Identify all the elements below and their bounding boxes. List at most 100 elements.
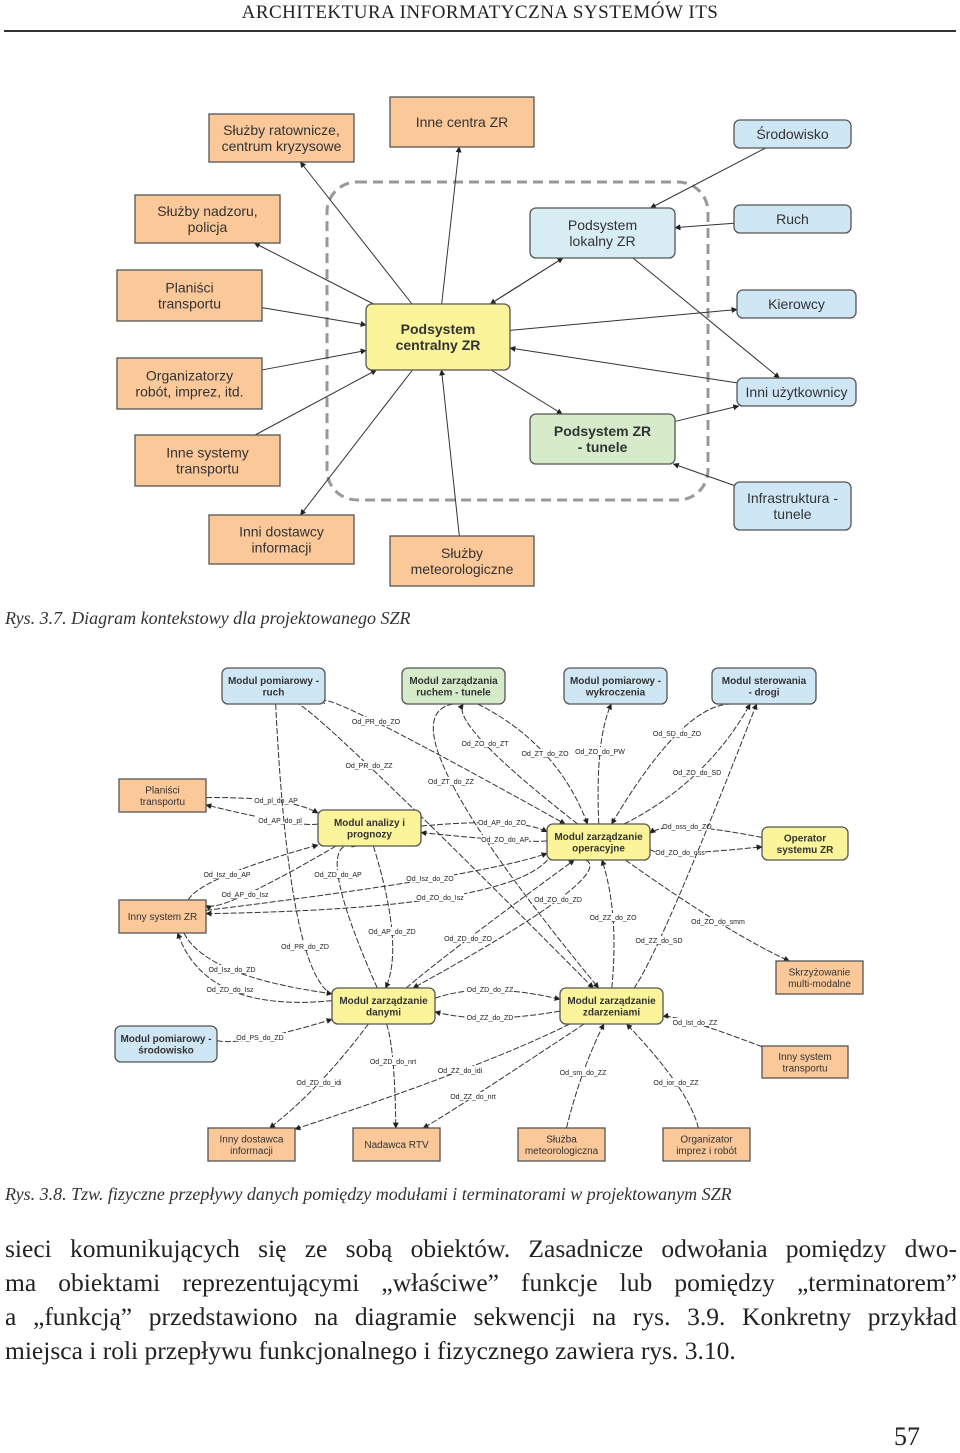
- flow-label-bg: [671, 1018, 719, 1026]
- flow-label: Od_pl_do_AP: [254, 798, 298, 805]
- node-label: Nadawca RTV: [364, 1140, 429, 1151]
- node-label: Inne systemy: [166, 444, 248, 460]
- node-nrt: Nadawca RTV: [352, 1127, 441, 1162]
- node-label: Skrzyżowanie: [789, 967, 851, 978]
- node-ruch: Ruch: [733, 204, 852, 234]
- flow-label: Od_ZD_do_nrt: [370, 1059, 416, 1066]
- flow-label: Od_oss_do_ZO: [662, 824, 712, 831]
- node-isz: Inny system ZR: [118, 899, 207, 934]
- paragraph-line: sieci komunikujących się ze sobą obiektó…: [5, 1234, 957, 1263]
- flow-arrow: [632, 257, 780, 379]
- flow-label: Od_AP_do_ZD: [368, 929, 415, 936]
- flow-arrow: [205, 797, 319, 814]
- node-label: tunele: [773, 506, 811, 522]
- flow-label-bg: [656, 848, 704, 856]
- node-icz: Inne centra ZR: [389, 96, 535, 148]
- node-label: Modul zarządzanie: [554, 832, 643, 843]
- node-label: - drogi: [748, 687, 779, 698]
- flow-arrow: [457, 703, 578, 825]
- node-label: Planiści: [165, 279, 213, 295]
- flow-label: Od_PR_do_ZD: [281, 944, 329, 951]
- flow-arrow: [386, 1023, 399, 1129]
- flow-label-bg: [576, 747, 624, 755]
- flow-arrow: [489, 257, 564, 305]
- flow-label: Od_Ist_do_ZZ: [673, 1020, 718, 1027]
- svg-text:Infrastruktura -tunele: Infrastruktura -tunele: [747, 490, 838, 522]
- flow-arrow: [623, 703, 751, 825]
- flow-arrow: [299, 161, 413, 305]
- flow-label: Od_ZD_do_ZO: [444, 936, 492, 943]
- flow-arrow: [625, 859, 790, 962]
- node-label: imprez i robót: [676, 1146, 737, 1157]
- flow-label: Od_ZD_do_AP: [314, 872, 362, 879]
- node-label: informacji: [252, 539, 312, 555]
- flow-label-bg: [461, 739, 509, 747]
- flow-arrow: [275, 703, 360, 998]
- system-boundary: [325, 180, 710, 502]
- flow-label: Od_Isz_do_ZD: [208, 967, 255, 974]
- svg-text:Ruch: Ruch: [776, 211, 809, 227]
- node-label: zdarzeniami: [583, 1007, 640, 1018]
- flow-label: Od_ZZ_do_nrt: [450, 1094, 496, 1101]
- svg-text:Służby ratownicze,centrum kryz: Służby ratownicze,centrum kryzysowe: [222, 122, 342, 154]
- svg-text:Modul pomiarowy -wykroczenia: Modul pomiarowy -wykroczenia: [570, 676, 661, 699]
- flow-arrow: [439, 369, 460, 537]
- flow-arrow: [187, 843, 319, 901]
- node-label: Podsystem ZR: [554, 423, 651, 439]
- flow-label: Od_ZZ_do_ZO: [589, 915, 637, 922]
- node-label: wykroczenia: [585, 687, 646, 698]
- svg-text:Modul pomiarowy -ruch: Modul pomiarowy -ruch: [228, 676, 319, 699]
- node-label: transportu: [140, 797, 185, 808]
- flow-label-bg: [252, 796, 300, 804]
- flow-label-bg: [559, 1068, 607, 1076]
- flow-label-bg: [427, 777, 475, 785]
- node-label: Modul pomiarowy -: [228, 676, 319, 687]
- node-sr: Służby ratownicze,centrum kryzysowe: [208, 113, 355, 163]
- flow-arrow: [509, 345, 738, 384]
- flow-arrow: [626, 1023, 699, 1129]
- flow-label: Od_ZO_do_oss: [655, 850, 705, 857]
- node-label: Służba: [546, 1134, 577, 1145]
- node-label: - tunele: [578, 439, 628, 455]
- node-label: Kierowcy: [768, 296, 825, 312]
- paragraph-line: a „funkcją” przedstawiono na diagramie s…: [5, 1302, 957, 1331]
- flow-label-bg: [673, 768, 721, 776]
- node-label: Inni użytkownicy: [746, 384, 848, 400]
- node-label: Ruch: [776, 211, 809, 227]
- flow-arrow: [649, 147, 766, 209]
- svg-text:Nadawca RTV: Nadawca RTV: [364, 1140, 429, 1151]
- flow-label: Od_sm_do_ZZ: [560, 1070, 607, 1077]
- flow-arrow: [611, 703, 732, 825]
- flow-arrow: [662, 1012, 763, 1048]
- node-label: informacji: [230, 1146, 273, 1157]
- flow-label-bg: [256, 816, 304, 824]
- flow-arrow: [336, 841, 378, 989]
- flow-arrow: [261, 348, 367, 371]
- flow-label-bg: [466, 1013, 514, 1021]
- node-label: transportu: [176, 460, 239, 476]
- header-rule: [4, 30, 956, 32]
- flow-label: Od_ZT_do_ZO: [521, 751, 569, 758]
- node-label: Planiści: [145, 785, 179, 796]
- flow-label: Od_ZZ_do_ZD: [467, 1015, 514, 1022]
- node-label: systemu ZR: [777, 845, 834, 856]
- paragraph-line: ma obiektami reprezentującymi „właściwe”…: [5, 1268, 957, 1297]
- node-inf: Infrastruktura -tunele: [733, 481, 852, 531]
- node-label: meteorologiczne: [411, 561, 514, 577]
- node-label: transportu: [782, 1063, 827, 1074]
- flow-label-bg: [295, 1078, 343, 1086]
- node-label: Inny dostawca: [220, 1134, 284, 1145]
- flow-arrow: [434, 989, 561, 1001]
- flow-label: Od_ZD_do_ZZ: [467, 987, 514, 994]
- flow-label: Od_PS_do_ZD: [236, 1035, 283, 1042]
